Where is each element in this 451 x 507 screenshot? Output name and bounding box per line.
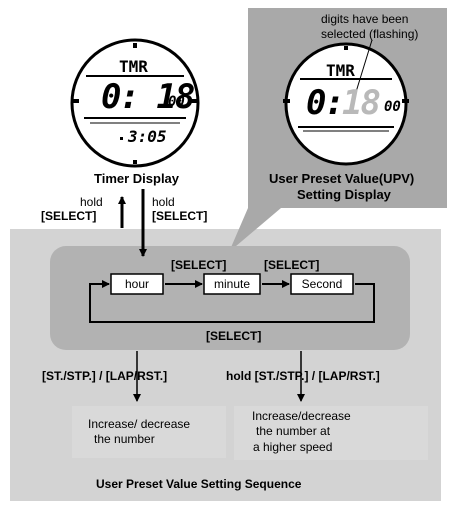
loop-arrow	[89, 280, 375, 323]
step-hour-label: hour	[124, 277, 150, 291]
right-button-label: hold [ST./STP.] / [LAP/RST.]	[226, 369, 380, 383]
hold-down-label-line2: [SELECT]	[152, 209, 208, 223]
hold-down-label-line1: hold	[152, 195, 175, 209]
left-result-line1: Increase/ decrease	[88, 417, 191, 431]
upv-annotation-line2: selected (flashing)	[321, 27, 419, 41]
upv-annotation-line1: digits have been	[321, 12, 409, 26]
step-minute-label: minute	[213, 277, 251, 291]
step-second-label: Second	[301, 277, 343, 291]
select-label-loop: [SELECT]	[206, 329, 262, 343]
left-result-line2: the number	[94, 432, 155, 446]
left-button-label: [ST./STP.] / [LAP/RST.]	[42, 369, 168, 383]
upv-flashing-digits: 18	[342, 83, 381, 123]
left-result-box	[72, 406, 226, 458]
timer-display-caption: Timer Display	[94, 171, 180, 186]
right-result-box	[234, 406, 428, 460]
upv-watch	[283, 39, 409, 166]
upv-caption-line2: Setting Display	[297, 187, 391, 202]
timer-sub-time: 3:05	[128, 127, 167, 146]
right-result-line2: the number at	[256, 424, 331, 438]
timer-mode-label: TMR	[119, 57, 148, 76]
hold-up-label-line2: [SELECT]	[41, 209, 97, 223]
select-label-1: [SELECT]	[171, 258, 227, 272]
upv-mode-label: TMR	[326, 61, 355, 80]
timer-main-hundredths: 00	[168, 94, 185, 110]
step-hour-box	[110, 273, 164, 295]
upv-caption-line1: User Preset Value(UPV)	[269, 171, 415, 186]
hold-up-label-line1: hold	[80, 195, 103, 209]
right-result-line1: Increase/decrease	[252, 409, 351, 423]
upv-static-digits: 0:	[306, 83, 345, 123]
sequence-inner-panel	[50, 246, 410, 350]
timer-watch	[70, 38, 200, 168]
step-second-box	[290, 273, 354, 295]
step-minute-box	[203, 273, 261, 295]
timer-main-time: 0: 18	[101, 77, 195, 117]
upv-tail-digits: 00	[384, 99, 401, 115]
right-result-line3: a higher speed	[253, 440, 333, 454]
sequence-title: User Preset Value Setting Sequence	[96, 477, 302, 491]
select-label-2: [SELECT]	[264, 258, 320, 272]
